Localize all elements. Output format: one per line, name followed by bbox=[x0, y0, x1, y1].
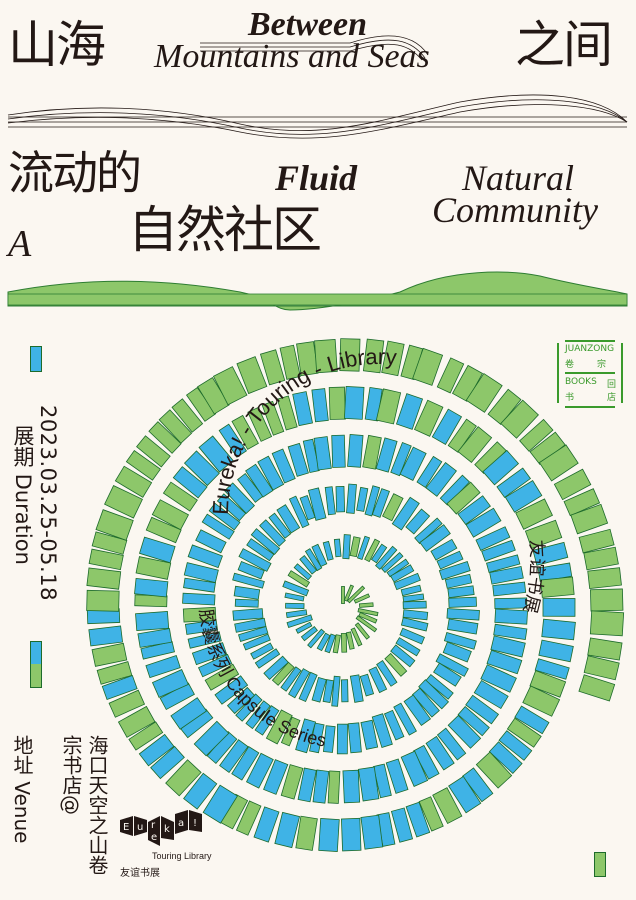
subtitle-fluid: Fluid bbox=[275, 158, 358, 198]
svg-text:E: E bbox=[123, 822, 129, 833]
juanzong-books-logo: JUANZONG 卷 宗 BOOKS 回 书 店 bbox=[557, 340, 623, 408]
title-between: Between bbox=[248, 6, 367, 43]
subtitle-community: Community bbox=[432, 190, 598, 230]
subtitle-ziranshequ: 自然社区 bbox=[128, 201, 322, 259]
subtitle-a: A bbox=[8, 223, 32, 265]
title-mountains-seas: Mountains and Seas bbox=[154, 38, 430, 75]
subtitle-liudongde: 流动的 bbox=[8, 146, 142, 200]
brand-friendship-bookfair: 友谊书展 bbox=[120, 868, 160, 879]
svg-text:友谊书展: 友谊书展 bbox=[519, 539, 548, 615]
wave-lines-decoration bbox=[7, 35, 628, 139]
venue-label: 地址 Venue bbox=[10, 735, 34, 844]
svg-text:胶囊系列 Capsule Series: 胶囊系列 Capsule Series bbox=[196, 608, 328, 751]
duration-dates: 2023.03.25-05.18 bbox=[36, 405, 60, 601]
venue-address: 海口天空之山卷宗书店@ bbox=[59, 735, 109, 875]
svg-text:Eureka! - Touring - Librar: Eureka! - Touring - Library bbox=[208, 344, 398, 515]
svg-text:e: e bbox=[151, 832, 157, 843]
eureka-logo: E u r e k a ! bbox=[120, 810, 202, 846]
svg-text:!: ! bbox=[193, 818, 197, 829]
svg-text:a: a bbox=[178, 818, 184, 829]
subtitle-natural: Natural bbox=[462, 158, 575, 198]
blue-marker bbox=[30, 346, 42, 372]
title-zhijian: 之间 bbox=[515, 16, 613, 74]
title-shanhai: 山海 bbox=[8, 16, 106, 74]
green-marker bbox=[30, 664, 42, 688]
duration-label: 展期 Duration bbox=[11, 425, 35, 565]
green-marker-2 bbox=[594, 852, 606, 877]
green-hills bbox=[7, 271, 628, 311]
svg-text:r: r bbox=[151, 820, 156, 831]
svg-text:k: k bbox=[164, 824, 170, 835]
brand-touring-library: Touring Library bbox=[152, 851, 212, 861]
svg-text:u: u bbox=[137, 822, 143, 833]
